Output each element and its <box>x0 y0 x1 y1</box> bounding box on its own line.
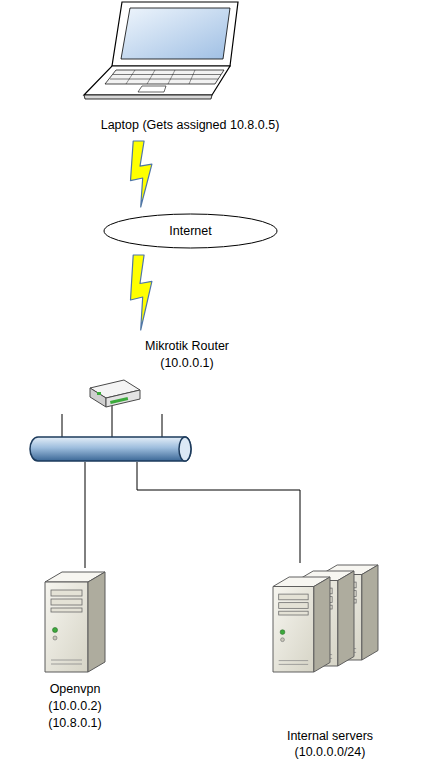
node-label: Internet <box>103 223 278 239</box>
node-label: Mikrotik Router <box>87 338 287 354</box>
internet-cloud: Internet <box>103 213 278 249</box>
node-label: Laptop (Gets assigned 10.8.0.5) <box>90 117 290 133</box>
node-label: Internal servers <box>255 728 405 744</box>
wireless-link <box>131 255 152 330</box>
address-label: (10.0.0.0/24) <box>255 744 405 760</box>
router-and-bus <box>25 336 255 462</box>
bus-tap <box>162 414 163 438</box>
network-bus <box>30 437 191 461</box>
node-label: Openvpn <box>20 681 130 697</box>
server-stack-icon <box>255 563 405 758</box>
bus-tap <box>112 406 113 438</box>
wireless-link <box>131 141 152 207</box>
network-cable <box>137 462 300 563</box>
router-node: Mikrotik Router(10.0.0.1) <box>25 336 255 462</box>
network-cable <box>85 462 86 568</box>
laptop-node: Laptop (Gets assigned 10.8.0.5) <box>90 0 290 135</box>
address-label: (10.8.0.1) <box>20 715 130 731</box>
address-label: (10.0.0.2) <box>20 698 130 714</box>
laptop-icon <box>90 0 290 135</box>
vpn-server: Openvpn(10.0.0.2)(10.8.0.1) <box>20 568 130 738</box>
bus-tap <box>62 414 63 438</box>
address-label: (10.0.0.1) <box>87 355 287 371</box>
server-group: Internal servers(10.0.0.0/24) <box>255 563 405 758</box>
